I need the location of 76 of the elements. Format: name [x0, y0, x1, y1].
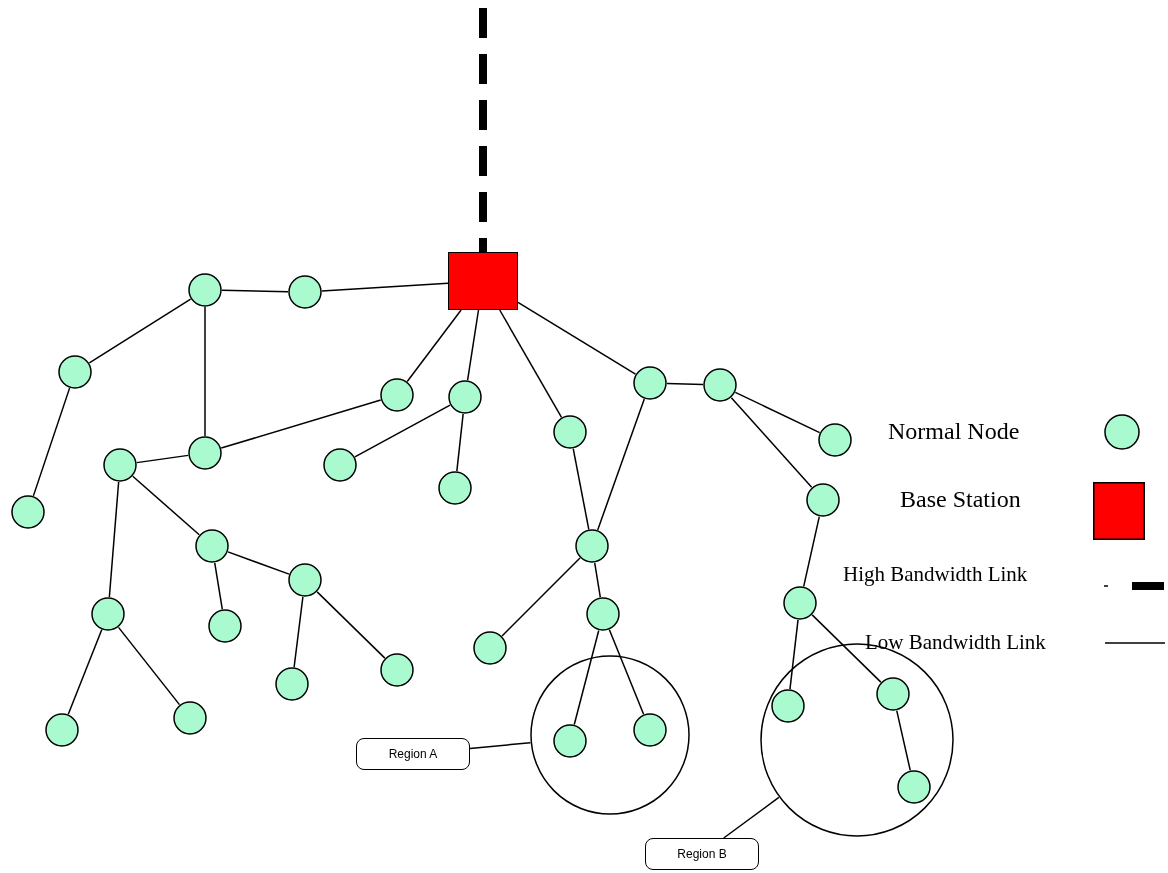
sensor-node-circle — [91, 597, 125, 631]
sensor-node-circle — [586, 597, 620, 631]
sensor-node-circle — [448, 380, 482, 414]
sensor-node-circle — [288, 275, 322, 309]
link-line — [811, 614, 882, 683]
sensor-node-circle — [633, 366, 667, 400]
link-line — [221, 289, 289, 293]
link-line — [136, 454, 189, 464]
link-line — [227, 551, 290, 575]
link-line — [466, 309, 480, 381]
sensor-node-circle — [380, 653, 414, 687]
sensor-node-circle — [103, 448, 137, 482]
link-line — [293, 596, 304, 668]
sensor-node-circle — [208, 609, 242, 643]
link-line — [204, 306, 206, 437]
link-line — [666, 382, 704, 386]
sensor-node-circle — [771, 689, 805, 723]
sensor-node-circle — [553, 724, 587, 758]
base-station-square — [448, 252, 518, 310]
sensor-node-circle — [438, 471, 472, 505]
sensor-node-circle — [575, 529, 609, 563]
sensor-node-circle — [473, 631, 507, 665]
link-line — [214, 562, 223, 610]
sensor-node-circle — [58, 355, 92, 389]
sensor-node-circle — [275, 667, 309, 701]
sensor-node-circle — [633, 713, 667, 747]
link-line — [321, 282, 449, 292]
leader-line — [469, 741, 532, 750]
link-line — [32, 387, 71, 497]
sensor-node-circle — [195, 529, 229, 563]
link-line — [593, 562, 602, 598]
sensor-node-circle — [380, 378, 414, 412]
region-circle — [530, 655, 690, 815]
sensor-node-circle — [876, 677, 910, 711]
sensor-node-circle — [703, 368, 737, 402]
link-line — [517, 301, 637, 375]
link-line — [132, 475, 200, 536]
legend-label: Normal Node — [888, 418, 1020, 445]
link-line — [572, 447, 590, 531]
legend-label: Low Bandwidth Link — [865, 630, 1046, 655]
callout-label: Region B — [645, 838, 759, 870]
link-line — [789, 619, 799, 690]
legend-label: High Bandwidth Link — [843, 562, 1028, 587]
link-line — [608, 629, 645, 715]
sensor-node-circle — [818, 423, 852, 457]
link-line — [220, 399, 382, 449]
link-line — [108, 481, 120, 598]
sensor-node-circle — [806, 483, 840, 517]
link-line — [316, 591, 386, 659]
link-line — [88, 298, 192, 364]
callout-label: Region A — [356, 738, 470, 770]
link-line — [501, 557, 581, 637]
sensor-node-circle — [188, 436, 222, 470]
sensor-node-circle — [11, 495, 45, 529]
legend-label: Base Station — [900, 486, 1021, 513]
link-line — [406, 309, 462, 383]
link-line — [117, 626, 181, 706]
link-line — [573, 629, 600, 726]
link-line — [354, 404, 451, 458]
sensor-node-circle — [553, 415, 587, 449]
link-line — [596, 398, 646, 531]
link-line — [456, 413, 464, 472]
link-line — [896, 709, 911, 772]
sensor-node-circle — [288, 563, 322, 597]
sensor-node-circle — [45, 713, 79, 747]
sensor-node-circle — [173, 701, 207, 735]
link-line — [734, 391, 821, 434]
sensor-node-circle — [897, 770, 931, 804]
link-line — [498, 309, 563, 418]
link-line — [802, 515, 821, 588]
link-line — [730, 396, 813, 489]
link-line — [67, 629, 103, 715]
sensor-node-circle — [323, 448, 357, 482]
sensor-node-circle — [188, 273, 222, 307]
leader-line — [723, 796, 780, 839]
sensor-node-circle — [783, 586, 817, 620]
